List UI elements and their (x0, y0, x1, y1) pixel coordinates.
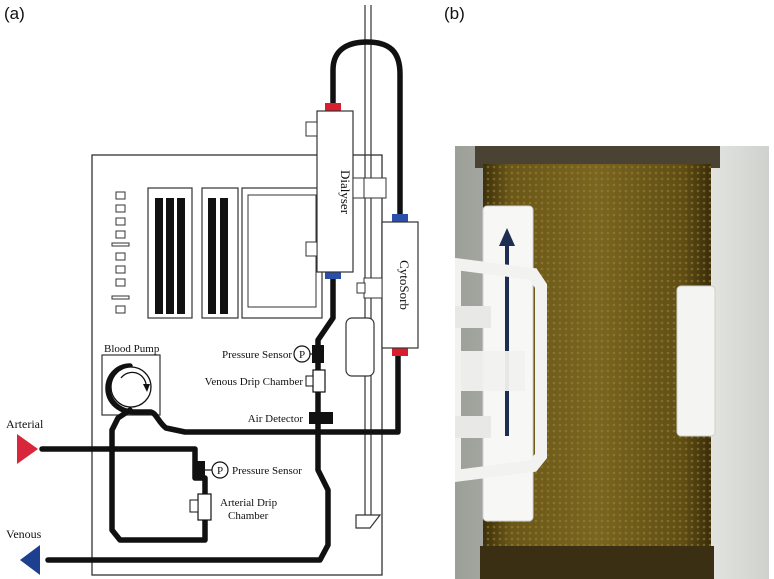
cartridge-holder (345, 317, 375, 377)
pressure-sensor-p: P (299, 349, 305, 361)
venous-label: Venous (6, 527, 42, 541)
panel-label-a: (a) (4, 4, 25, 23)
iv-pole-base (355, 514, 382, 529)
cytosorb-cartridge (356, 214, 419, 356)
dialyser-label: Dialyser (338, 170, 353, 215)
arterial-drip-chamber (197, 493, 212, 521)
dialyser-cartridge (305, 103, 387, 279)
cytosorb-photo (455, 146, 769, 579)
venous-pressure-connector (312, 345, 324, 363)
arterial-label: Arterial (6, 417, 44, 431)
holder-tab (676, 285, 716, 437)
panel-label-b: (b) (444, 4, 465, 23)
air-detector (309, 412, 333, 424)
venous-drip-chamber-label: Venous Drip Chamber (205, 376, 304, 388)
pressure-sensor-icon (293, 345, 311, 363)
flow-arrow-icon (143, 384, 150, 392)
air-detector-label: Air Detector (248, 413, 304, 425)
cytosorb-label: CytoSorb (397, 260, 412, 310)
holder-clip (455, 257, 547, 483)
arterial-drip-chamber-label: Arterial Drip (220, 497, 278, 509)
display-meters (147, 187, 323, 319)
arterial-pressure-connector (193, 461, 205, 479)
venous-drip-chamber (312, 369, 326, 393)
control-buttons (111, 191, 130, 314)
pressure-sensor-p: P (217, 465, 223, 477)
blood-pump-label: Blood Pump (104, 343, 160, 355)
pressure-sensor-icon (211, 461, 229, 479)
arterial-drip-chamber-label: Chamber (228, 510, 269, 522)
pressure-sensor-arterial-label: Pressure Sensor (232, 465, 302, 477)
extracorporeal-circuit-diagram: Dialyser CytoSorb P Pressure Sensor Veno… (6, 5, 419, 576)
pressure-sensor-venous-label: Pressure Sensor (222, 349, 292, 361)
flow-arrow-icon (499, 228, 515, 246)
blood-tubing (39, 39, 403, 563)
flow-arrow-icon (120, 371, 147, 385)
venous-arrow-icon (20, 545, 40, 575)
arterial-arrow-icon (17, 434, 38, 464)
